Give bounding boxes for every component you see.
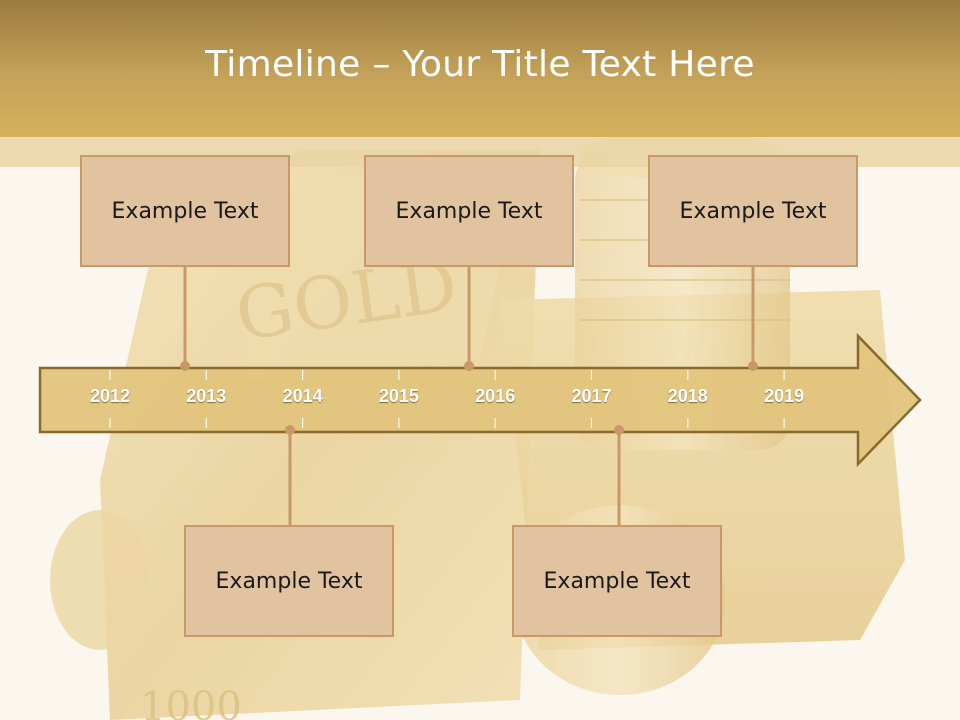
- event-box-text: Example Text: [215, 568, 363, 594]
- event-box-text: Example Text: [543, 568, 691, 594]
- year-label-2015: 2015: [378, 386, 419, 406]
- year-label-2014: 2014: [282, 386, 323, 406]
- event-connector-dot: [464, 361, 474, 371]
- event-box-2[interactable]: Example Text: [184, 525, 394, 637]
- event-box-1[interactable]: Example Text: [80, 155, 290, 267]
- svg-text:1000: 1000: [140, 684, 242, 720]
- event-box-text: Example Text: [111, 198, 259, 224]
- event-connector-dot: [285, 425, 295, 435]
- event-box-5[interactable]: Example Text: [648, 155, 858, 267]
- year-label-2018: 2018: [667, 386, 708, 406]
- year-label-2013: 2013: [186, 386, 227, 406]
- year-label-2017: 2017: [571, 386, 612, 406]
- year-label-2012: 2012: [89, 386, 131, 406]
- slide-title: Timeline – Your Title Text Here: [205, 44, 755, 85]
- header-bar: [0, 0, 960, 137]
- event-box-4[interactable]: Example Text: [512, 525, 722, 637]
- year-label-2019: 2019: [764, 386, 805, 406]
- timeline-arrow: [38, 332, 922, 468]
- event-connector-dot: [180, 361, 190, 371]
- year-label-2016: 2016: [475, 386, 516, 406]
- event-box-text: Example Text: [679, 198, 827, 224]
- event-connector-dot: [748, 361, 758, 371]
- event-box-text: Example Text: [395, 198, 543, 224]
- event-box-3[interactable]: Example Text: [364, 155, 574, 267]
- event-connector-dot: [614, 425, 624, 435]
